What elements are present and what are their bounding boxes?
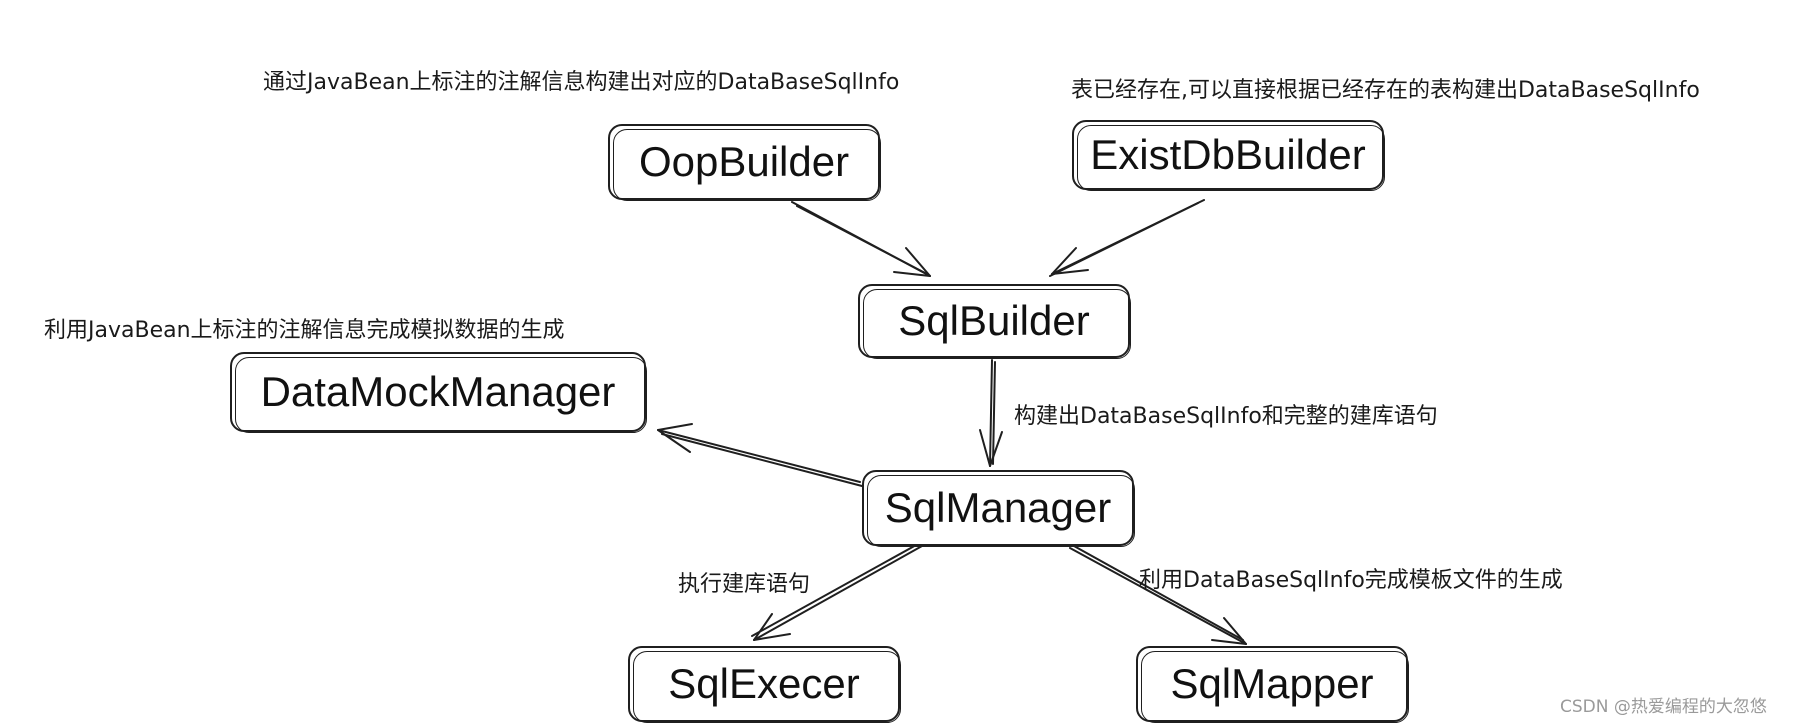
edge-existdbbuilder-sqlbuilder — [1049, 199, 1205, 277]
edge-sqlmanager-sqlexecer — [751, 543, 923, 641]
oopbuilder-annotation: 通过JavaBean上标注的注解信息构建出对应的DataBaseSqlInfo — [263, 70, 900, 95]
watermark: CSDN @热爱编程的大忽悠 — [1560, 697, 1767, 717]
edge-sqlmanager-datamockmanager — [657, 423, 863, 487]
sqlexecer-label: SqlExecer — [668, 660, 860, 707]
sqlmanager-node: SqlManager — [862, 470, 1135, 547]
oopbuilder-label: OopBuilder — [638, 138, 850, 185]
sqlexecer-annotation: 执行建库语句 — [678, 572, 811, 597]
edge-sqlbuilder-sqlmanager — [979, 359, 1003, 467]
edge-sqlmanager-sqlmapper — [1069, 545, 1247, 645]
datamockmanager-annotation: 利用JavaBean上标注的注解信息完成模拟数据的生成 — [44, 318, 565, 343]
existdbbuilder-annotation: 表已经存在,可以直接根据已经存在的表构建出DataBaseSqlInfo — [1071, 78, 1700, 103]
datamockmanager-node: DataMockManager — [230, 352, 647, 433]
existdbbuilder-label: ExistDbBuilder — [1090, 131, 1366, 178]
existdbbuilder-node: ExistDbBuilder — [1072, 120, 1385, 191]
sqlmapper-label: SqlMapper — [1170, 660, 1374, 707]
oopbuilder-node: OopBuilder — [608, 124, 881, 201]
sqlmanager-label: SqlManager — [884, 484, 1112, 531]
sqlmapper-annotation: 利用DataBaseSqlInfo完成模板文件的生成 — [1139, 568, 1563, 593]
datamockmanager-label: DataMockManager — [260, 368, 616, 415]
edge-oopbuilder-sqlbuilder — [791, 201, 931, 277]
sqlexecer-node: SqlExecer — [628, 646, 901, 723]
sqlmapper-node: SqlMapper — [1136, 646, 1409, 723]
sqlbuilder-node: SqlBuilder — [858, 284, 1131, 359]
sqlbuilder-output-annotation: 构建出DataBaseSqlInfo和完整的建库语句 — [1014, 404, 1438, 429]
sqlbuilder-label: SqlBuilder — [898, 297, 1090, 344]
